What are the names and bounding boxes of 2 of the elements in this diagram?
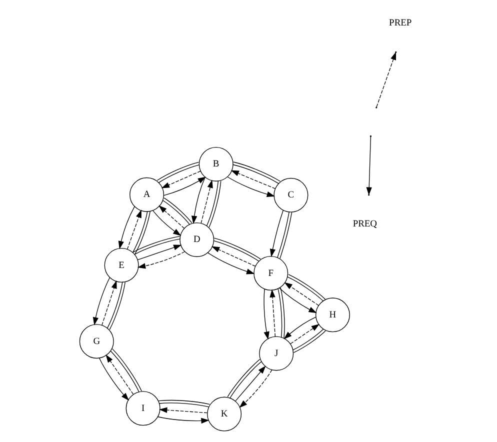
legend-label: PREQ (352, 219, 378, 230)
legend-label: PREP (389, 18, 412, 29)
